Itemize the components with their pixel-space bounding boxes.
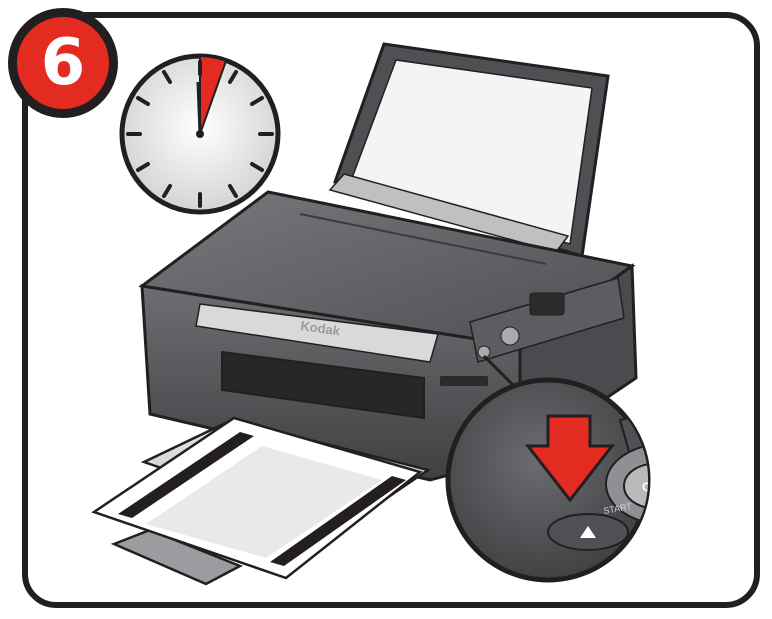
clock-icon xyxy=(122,56,278,212)
ok-button[interactable] xyxy=(624,464,684,508)
ok-button-label: OK xyxy=(642,480,660,494)
back-button-label: Back xyxy=(650,406,672,420)
zoom-callout: Back OK START xyxy=(448,380,722,580)
step-number-badge: 6 xyxy=(8,8,118,118)
step-number: 6 xyxy=(17,17,109,109)
